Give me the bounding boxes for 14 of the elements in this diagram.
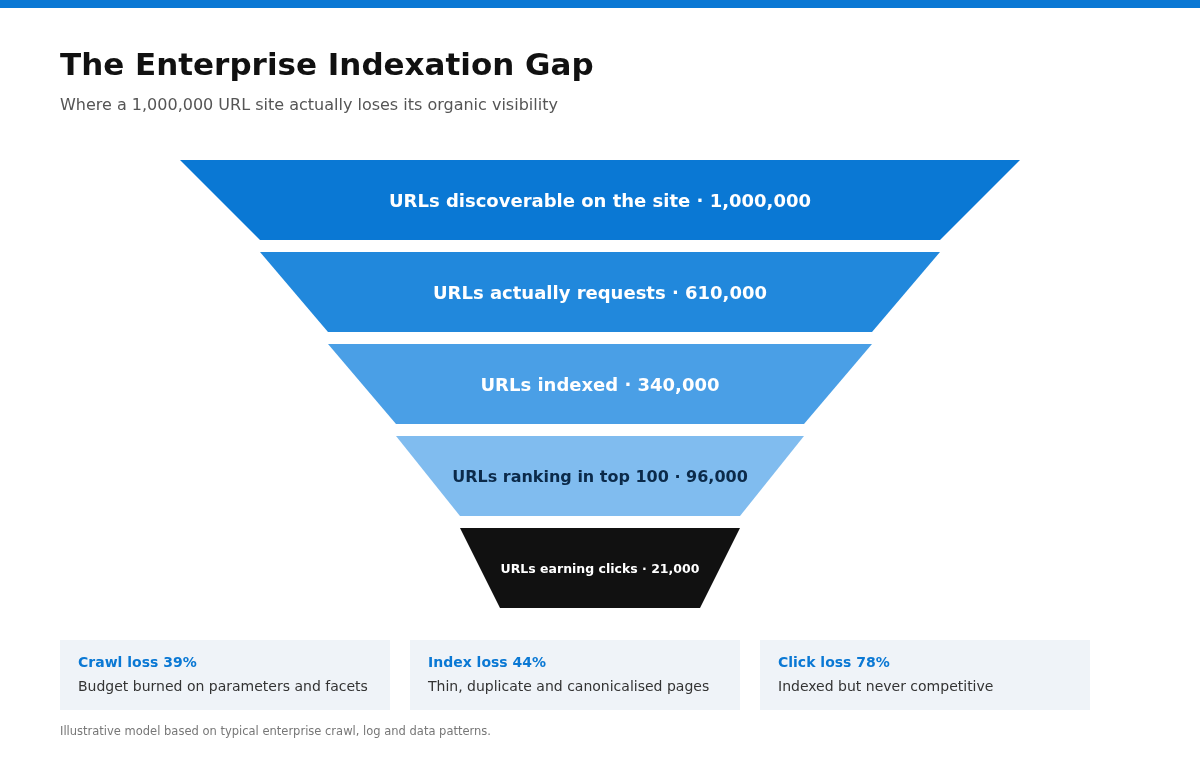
stage-label: URLs discoverable on the site · 1,000,000 [389,189,811,211]
subtitle: Where a 1,000,000 URL site actually loses its organic visibility [60,95,558,114]
stage-label: URLs ranking in top 100 · 96,000 [452,466,748,486]
stage-label: URLs indexed · 340,000 [480,373,720,395]
card-text: Budget burned on parameters and facets [78,678,369,694]
card-heading: Index loss 44% [428,654,548,670]
card-text: Thin, duplicate and canonicalised pages [428,678,711,694]
title: The Enterprise Indexation Gap [60,46,594,82]
card-heading: Crawl loss 39% [78,654,198,670]
card-heading: Click loss 78% [778,654,891,670]
stage-label: URLs actually requests · 610,000 [433,281,767,303]
stage-label: URLs earning clicks · 21,000 [500,560,700,576]
card-text: Indexed but never competitive [778,678,995,694]
footnote: Illustrative model based on typical enterprise crawl, log and data patterns. [60,724,491,738]
